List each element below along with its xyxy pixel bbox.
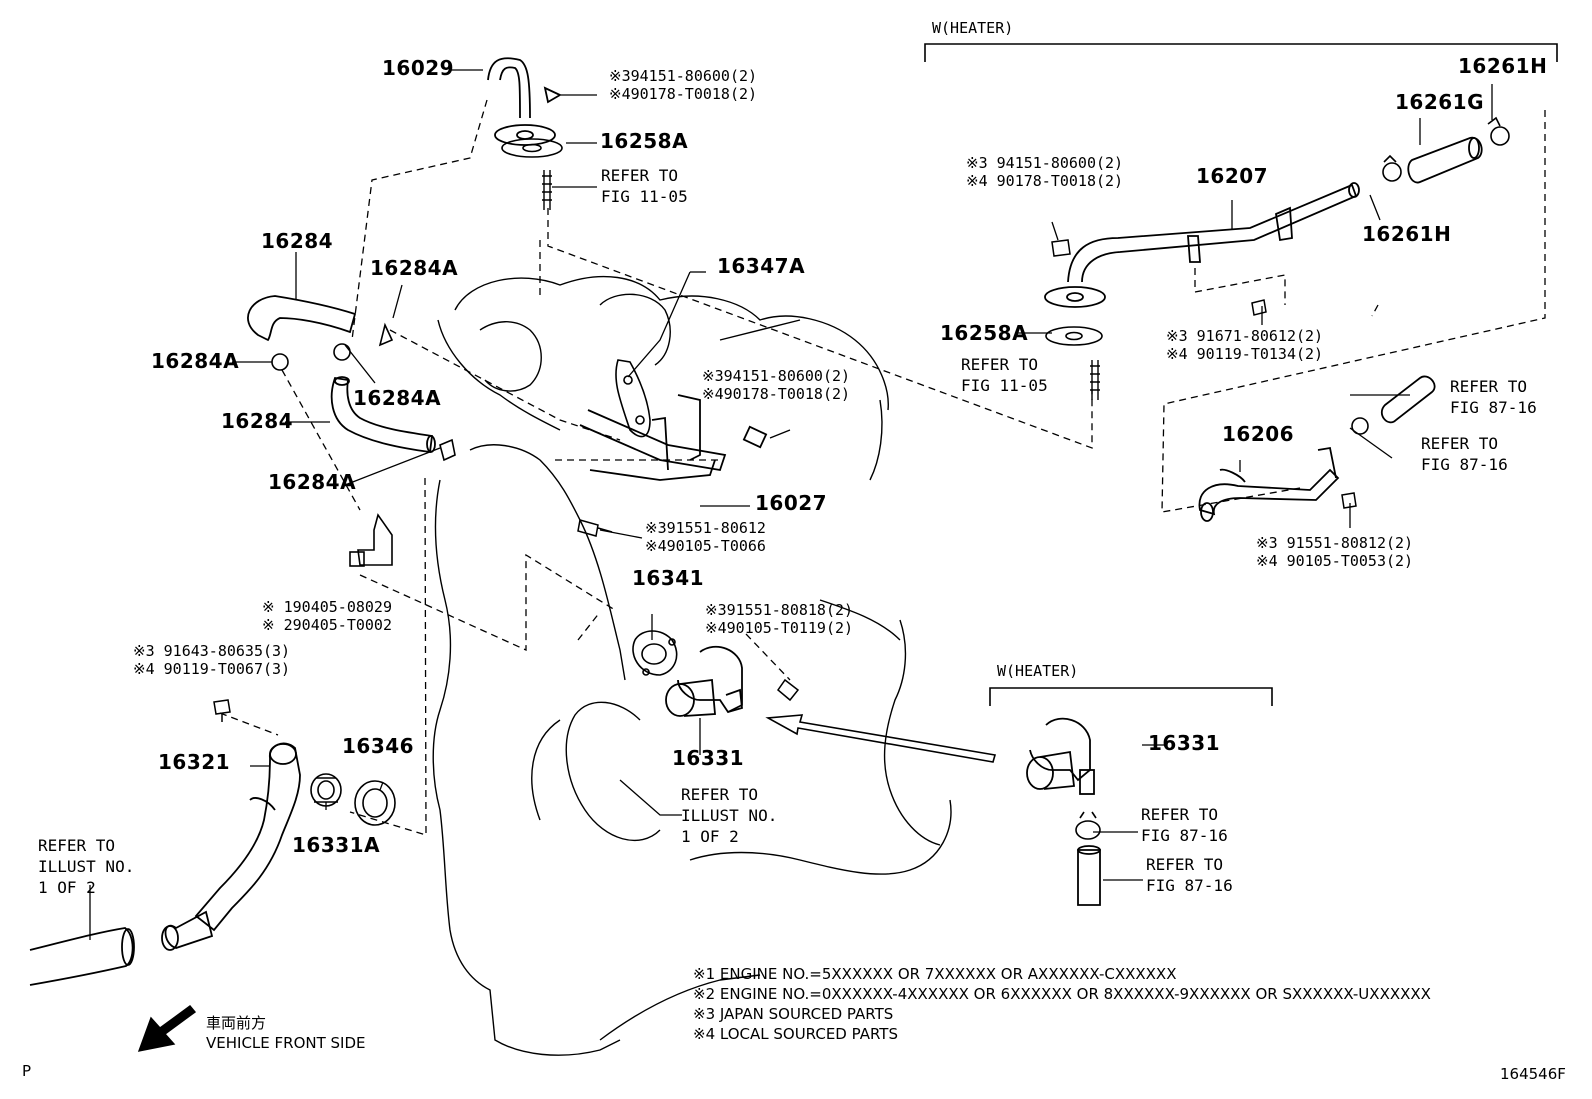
part-16321-pipe (161, 742, 301, 951)
part-16261G-hose (1407, 136, 1483, 184)
code-16027-nut-b: ※490178-T0018(2) (702, 385, 851, 403)
part-label-16284A-low: 16284A (268, 470, 357, 494)
part-label-16258A-right: 16258A (940, 321, 1029, 345)
ref-illust-center: REFER TO ILLUST NO. 1 OF 2 (681, 785, 778, 846)
ref-fig-87-16-c: REFER TO FIG 87-16 (1141, 805, 1228, 845)
leader-dashes (219, 99, 1546, 836)
stud-top (542, 170, 552, 210)
clamp-heater (1075, 811, 1101, 840)
part-label-16207: 16207 (1196, 164, 1269, 188)
part-16331-inlet-heater (1026, 717, 1095, 795)
code-16206-bolt-b: ※4 90105-T0053(2) (1256, 552, 1414, 570)
bolt-16207 (1251, 299, 1267, 316)
ref-fig-87-16-a: REFER TO FIG 87-16 (1450, 377, 1537, 417)
code-16027-bolt-a: ※391551-80612 (645, 519, 766, 537)
part-16284-hose-lower (330, 376, 436, 454)
bolt-16027 (577, 519, 613, 537)
clamp-16284A-b (439, 438, 456, 462)
bolt-16321 (213, 699, 231, 722)
code-16331-bolt-a: ※391551-80818(2) (705, 601, 854, 619)
hose-heater (1077, 845, 1101, 906)
clamp-16206 (1351, 417, 1369, 435)
ref-fig-87-16-d: REFER TO FIG 87-16 (1146, 855, 1233, 895)
part-label-16331A: 16331A (292, 833, 381, 857)
figure-id: 164546F (1500, 1065, 1566, 1083)
engine-block-outline (432, 275, 952, 1056)
footnote-2: ※2 ENGINE NO.=0XXXXXX-4XXXXXX OR 6XXXXXX… (693, 985, 1431, 1003)
footnote-1: ※1 ENGINE NO.=5XXXXXX OR 7XXXXXX OR AXXX… (693, 965, 1177, 983)
heater-header-top: W(HEATER) (932, 19, 1014, 37)
part-label-16029: 16029 (382, 56, 455, 80)
vehicle-front-jp: 車両前方 (206, 1014, 267, 1032)
ref-illust-left: REFER TO ILLUST NO. 1 OF 2 (38, 836, 135, 897)
part-label-16284-mid: 16284 (221, 409, 294, 433)
part-16258A-gasket-right (1045, 326, 1103, 346)
vehicle-front-en: VEHICLE FRONT SIDE (206, 1034, 366, 1052)
code-16207-nut-b: ※4 90178-T0018(2) (966, 172, 1124, 190)
part-label-16341: 16341 (632, 566, 705, 590)
code-16207-nut-a: ※3 94151-80600(2) (966, 154, 1124, 172)
footnote-4: ※4 LOCAL SOURCED PARTS (693, 1025, 898, 1043)
clamp-16261H-top (1487, 116, 1510, 146)
part-label-16206: 16206 (1222, 422, 1295, 446)
part-label-16027: 16027 (755, 491, 828, 515)
heater-bracket-top (924, 43, 1558, 62)
ref-fig-11-05-right: REFER TO FIG 11-05 (961, 355, 1048, 395)
part-label-16284A-mid: 16284A (353, 386, 442, 410)
arrow-to-heater (765, 714, 997, 763)
part-16346-gasket (354, 780, 396, 826)
code-16321-bolt-b: ※4 90119-T0067(3) (133, 660, 291, 678)
code-16029-a: ※394151-80600(2) (609, 67, 758, 85)
part-16341-gasket (632, 630, 678, 676)
heater-bracket-mid (989, 687, 1273, 706)
part-label-16258A-top: 16258A (600, 129, 689, 153)
part-label-16331-center: 16331 (672, 746, 745, 770)
part-label-16321: 16321 (158, 750, 231, 774)
code-16027-nut-a: ※394151-80600(2) (702, 367, 851, 385)
part-label-16331-right: 16331 (1148, 731, 1221, 755)
corner-marker: P (22, 1062, 32, 1080)
code-16027-bolt-b: ※490105-T0066 (645, 537, 766, 555)
clamp-16261H-mid (1382, 154, 1402, 182)
bolt-16206 (1341, 492, 1357, 509)
ref-fig-87-16-b: REFER TO FIG 87-16 (1421, 434, 1508, 474)
code-hose-clip-a: ※ 190405-08029 (262, 598, 392, 616)
code-16321-bolt-a: ※3 91643-80635(3) (133, 642, 291, 660)
code-16331-bolt-b: ※490105-T0119(2) (705, 619, 854, 637)
stud-right (1090, 360, 1100, 400)
vehicle-front-arrow (137, 1005, 197, 1052)
part-16331A-thermostat (310, 773, 342, 807)
part-label-16261H-mid: 16261H (1362, 222, 1452, 246)
part-label-16347A: 16347A (717, 254, 806, 278)
part-16206-pipe (1198, 446, 1340, 522)
ref-fig-11-05-top: REFER TO FIG 11-05 (601, 166, 688, 206)
part-label-16261G: 16261G (1395, 90, 1484, 114)
part-16347A-gasket (615, 359, 651, 438)
part-16258A-gasket-top (501, 138, 563, 158)
heater-header-mid: W(HEATER) (997, 662, 1079, 680)
footnote-3: ※3 JAPAN SOURCED PARTS (693, 1005, 894, 1023)
code-16206-bolt-a: ※3 91551-80812(2) (1256, 534, 1414, 552)
part-16331-inlet-center (665, 645, 743, 717)
hose-elbow (349, 513, 393, 567)
code-hose-clip-b: ※ 290405-T0002 (262, 616, 392, 634)
part-16027-pipe (579, 394, 768, 481)
hose-16206-upper (1380, 375, 1436, 424)
part-label-16284-top: 16284 (261, 229, 334, 253)
part-label-16261H-top: 16261H (1458, 54, 1548, 78)
hose-lower-left (29, 927, 135, 986)
part-16207-pipe (1044, 182, 1360, 308)
code-16207-bolt-b: ※4 90119-T0134(2) (1166, 345, 1324, 363)
code-16029-b: ※490178-T0018(2) (609, 85, 758, 103)
clamp-16284A-a (271, 322, 394, 371)
code-16207-bolt-a: ※3 91671-80612(2) (1166, 327, 1324, 345)
nut-16207 (1051, 239, 1071, 257)
bolt-16331 (776, 678, 800, 702)
part-16029-pipe (487, 57, 562, 146)
part-label-16346: 16346 (342, 734, 415, 758)
part-16284-hose-upper (247, 295, 357, 342)
part-label-16284A-left: 16284A (151, 349, 240, 373)
part-label-16284A-upper: 16284A (370, 256, 459, 280)
